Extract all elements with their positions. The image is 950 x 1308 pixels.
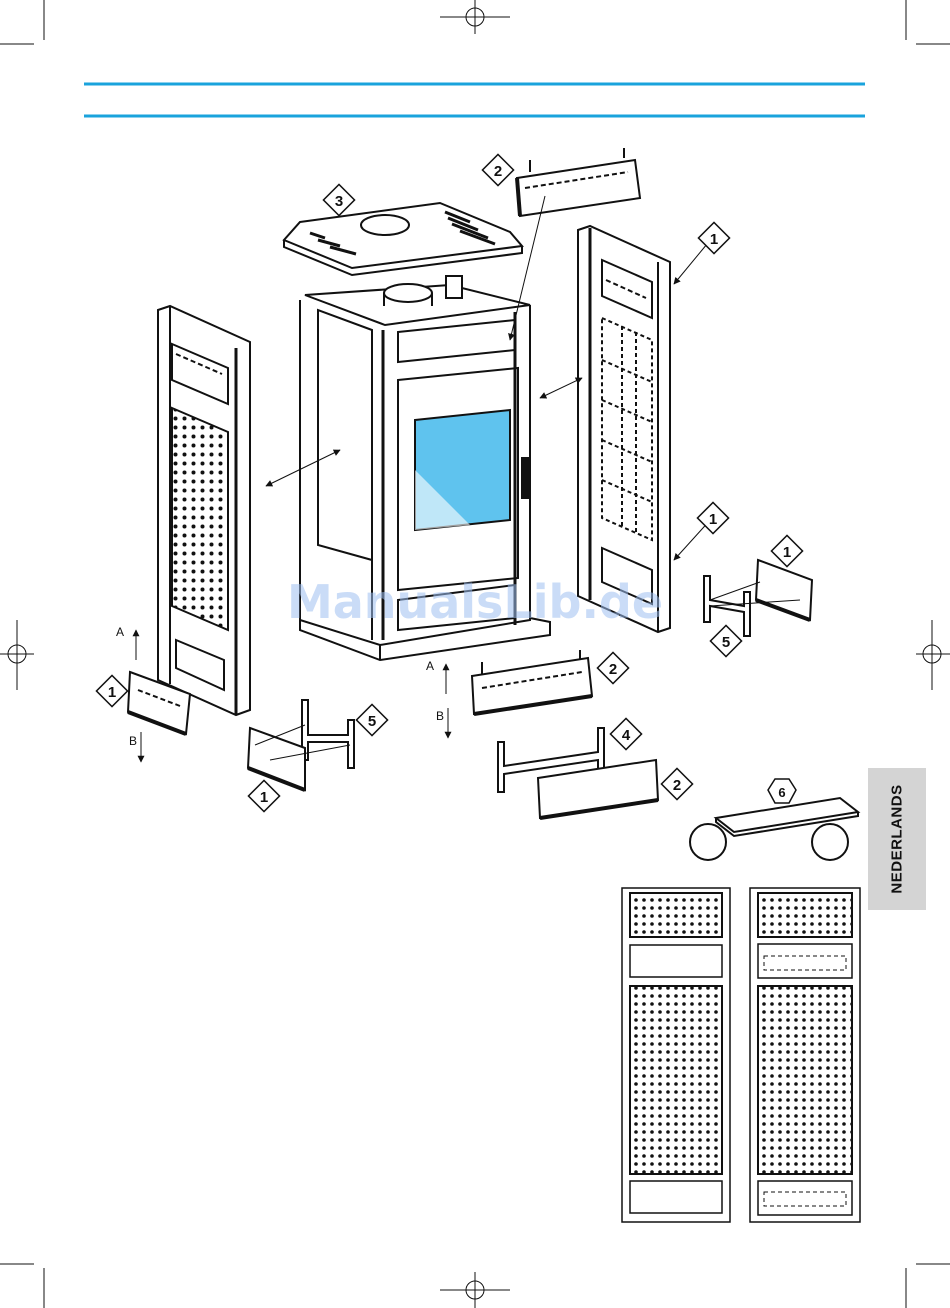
panel-config-a — [622, 888, 730, 1222]
callout-1-left: 1 — [96, 675, 127, 706]
upper-front-panel — [517, 148, 640, 216]
header-rules — [84, 84, 865, 116]
top-plate — [284, 203, 522, 275]
callout-2-top: 2 — [482, 154, 513, 185]
lower-front-panel — [472, 650, 592, 714]
callout-1-left-label: 1 — [108, 684, 116, 701]
callout-1-right-top-label: 1 — [710, 231, 718, 248]
direction-label-a-left: A — [116, 625, 124, 639]
bottom-plate — [690, 798, 858, 860]
panel-config-b — [750, 888, 860, 1222]
callout-1-bottom: 1 — [248, 780, 279, 811]
callout-2-bottom: 2 — [661, 768, 692, 799]
callout-5-right: 5 — [710, 625, 741, 656]
bracket-right — [704, 560, 812, 636]
watermark: ManualsLib.de — [287, 575, 663, 629]
registration-mark-bottom — [440, 1272, 510, 1308]
registration-mark-right — [916, 620, 950, 690]
callout-6: 6 — [768, 779, 796, 803]
callout-6-label: 6 — [778, 785, 785, 800]
callout-5-left-label: 5 — [368, 713, 376, 730]
callout-4: 4 — [610, 718, 641, 749]
callout-2-center-label: 2 — [609, 661, 617, 678]
bracket-left — [248, 700, 354, 790]
callout-1-right-plate-label: 1 — [783, 544, 791, 561]
callout-1-bottom-label: 1 — [260, 789, 268, 806]
registration-mark-top — [440, 0, 510, 34]
callout-4-label: 4 — [622, 727, 631, 744]
callout-1-right-plate: 1 — [771, 535, 802, 566]
callout-5-right-label: 5 — [722, 634, 730, 651]
callout-3: 3 — [323, 184, 354, 215]
callout-1-right-mid-label: 1 — [709, 511, 717, 528]
callout-2-center: 2 — [597, 652, 628, 683]
right-side-panel — [578, 226, 670, 632]
direction-label-b-center: B — [436, 709, 444, 723]
registration-mark-left — [0, 620, 34, 690]
callout-5-left: 5 — [356, 704, 387, 735]
direction-label-b-left: B — [129, 734, 137, 748]
callout-2-top-label: 2 — [494, 163, 502, 180]
callout-2-bottom-label: 2 — [673, 777, 681, 794]
direction-label-a-center: A — [426, 659, 434, 673]
callout-3-label: 3 — [335, 193, 343, 210]
left-panel-perforation — [172, 408, 228, 630]
